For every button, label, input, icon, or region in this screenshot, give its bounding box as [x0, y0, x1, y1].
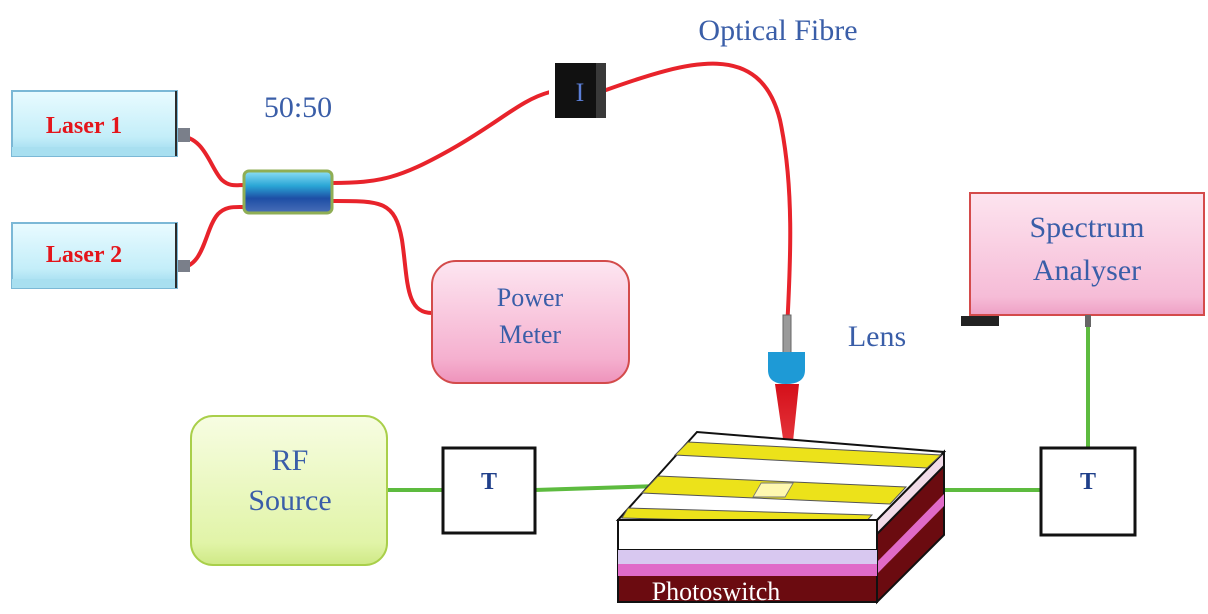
laser2-connector	[178, 260, 190, 272]
side-face-pink-layer	[877, 494, 944, 574]
optical-fibre-label: Optical Fibre	[698, 14, 857, 47]
spectrum-label-line1: Spectrum	[1030, 211, 1145, 244]
optical-fibres	[176, 61, 793, 332]
bias-tee-left-label: T	[481, 469, 497, 495]
fibre-coupler-to-power-meter	[330, 198, 434, 315]
power-meter-label-line2: Meter	[499, 320, 561, 349]
fibre-collimator	[782, 314, 792, 354]
laser-1-label: Laser 1	[46, 113, 122, 139]
fibre-coupler[interactable]	[242, 169, 334, 215]
spectrum-label-line2: Analyser	[1033, 254, 1141, 287]
photoswitch-device[interactable]: Photoswitch	[615, 430, 947, 606]
spectrum-analyser-port	[961, 316, 999, 326]
front-face-top-layer	[617, 519, 878, 551]
rf-source-label-line2: Source	[248, 484, 331, 517]
laser-1[interactable]: Laser 1	[11, 90, 178, 157]
photoswitch-gap	[752, 482, 794, 498]
fibre-laser1-to-coupler	[176, 134, 246, 188]
bias-tee-right[interactable]: T	[1039, 446, 1137, 537]
lens[interactable]	[768, 352, 805, 384]
electrode-1	[673, 441, 943, 469]
bias-tee-right-label: T	[1080, 469, 1096, 495]
bias-tee-left[interactable]: T	[441, 446, 537, 535]
laser1-connector	[178, 128, 190, 142]
isolator[interactable]: I	[549, 63, 606, 118]
rf-source[interactable]: RF Source	[190, 415, 388, 566]
laser-2-label: Laser 2	[46, 242, 122, 268]
fibre-laser2-to-coupler	[176, 204, 246, 270]
photoswitch-label: Photoswitch	[652, 577, 781, 606]
isolator-label: I	[576, 78, 585, 107]
splitter-ratio-label: 50:50	[264, 91, 332, 124]
rf-source-label-line1: RF	[272, 444, 309, 477]
front-face-lavender-layer	[618, 550, 877, 564]
power-meter-label-line1: Power	[497, 283, 564, 312]
tee-to-photoswitch	[534, 484, 661, 492]
front-face-pink-layer	[618, 564, 877, 576]
laser-2[interactable]: Laser 2	[11, 222, 178, 289]
lens-label: Lens	[848, 320, 906, 353]
fibre-isolator-to-lens	[604, 61, 793, 332]
fibre-coupler-to-isolator	[330, 90, 552, 185]
spectrum-cable-connector	[1085, 315, 1091, 327]
spectrum-analyser[interactable]: Spectrum Analyser	[969, 192, 1205, 316]
power-meter[interactable]: Power Meter	[431, 260, 630, 384]
laser-beam	[775, 384, 799, 480]
